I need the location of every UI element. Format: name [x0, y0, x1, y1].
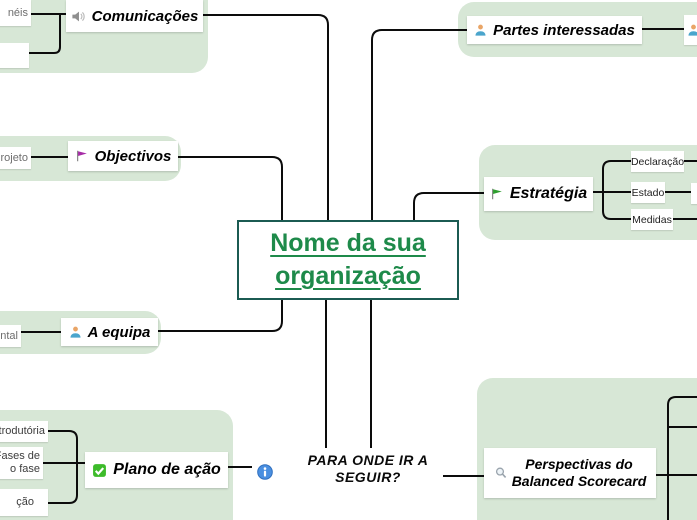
fragment-label: rojeto [0, 151, 28, 164]
topic-fragment-blank[interactable] [0, 43, 29, 68]
connector-perspectivas-children [656, 396, 697, 520]
topic-estado-child-clipped[interactable] [691, 183, 697, 204]
green-flag-icon [490, 187, 504, 201]
topic-label-line1: Perspectivas do [525, 456, 633, 472]
topic-equipa[interactable]: A equipa [61, 318, 158, 346]
topic-central[interactable]: Nome da sua organização [237, 220, 459, 300]
fragment-label: ental [0, 329, 18, 342]
magnifier-icon [494, 466, 508, 480]
topic-estrategia[interactable]: Estratégia [484, 177, 593, 211]
fragment-label-line2: o fase [10, 463, 40, 475]
topic-label: Objectivos [94, 147, 172, 165]
connector-estrategia-children [593, 160, 631, 220]
person-icon [69, 325, 82, 339]
topic-fragment-fases[interactable]: oFases de o fase [0, 447, 43, 479]
topic-label: Partes interessadas [493, 21, 635, 39]
topic-label: Medidas [632, 213, 672, 226]
connector-comunicacoes-children [29, 13, 66, 54]
fragment-label: ntrodutória [0, 425, 45, 437]
topic-fragment-ental[interactable]: ental [0, 325, 21, 347]
fragment-label: néis [7, 6, 28, 19]
fragment-label: ção [16, 496, 34, 508]
topic-plano[interactable]: Plano de ação [85, 452, 228, 488]
connector-central-comunicacoes [203, 14, 329, 220]
topic-label-line2: Balanced Scorecard [511, 473, 647, 489]
topic-label: Comunicações [91, 7, 199, 25]
topic-label-line1: PARA ONDE IR A [307, 452, 429, 468]
person-icon [474, 23, 487, 37]
topic-partes[interactable]: Partes interessadas [467, 16, 642, 44]
topic-fragment-rojeto[interactable]: rojeto [0, 147, 31, 169]
topic-label: Declaração [630, 155, 685, 168]
purple-flag-icon [75, 149, 89, 163]
topic-declaracao[interactable]: Declaração [631, 151, 684, 172]
topic-fragment-cao[interactable]: ção [0, 489, 48, 516]
topic-partes-child-clipped[interactable] [684, 15, 697, 45]
topic-estado[interactable]: Estado [631, 182, 665, 203]
person-icon [687, 23, 697, 37]
connector-central-partes [371, 29, 467, 220]
central-title-line2: organização [275, 262, 421, 290]
check-icon [92, 463, 107, 478]
connector-central-estrategia [413, 192, 484, 220]
topic-label: Estado [631, 186, 665, 199]
topic-label: Estratégia [509, 185, 588, 202]
topic-perspectivas[interactable]: Perspectivas do Balanced Scorecard [484, 448, 656, 498]
connector-central-equipa [158, 300, 283, 332]
topic-label: Plano de ação [113, 461, 221, 478]
info-icon[interactable] [257, 464, 273, 480]
topic-para-onde[interactable]: PARA ONDE IR A SEGUIR? [290, 452, 446, 486]
fragment-label-line1: oFases de [0, 450, 40, 462]
topic-label-line2: SEGUIR? [335, 469, 401, 485]
topic-fragment-neis[interactable]: néis [0, 0, 31, 26]
central-title-line1: Nome da sua [270, 229, 426, 257]
topic-comunicacoes[interactable]: Comunicações [66, 0, 203, 32]
connector-plano-children [43, 430, 85, 504]
topic-fragment-introdutoria[interactable]: ntrodutória [0, 421, 48, 442]
speaker-icon [71, 9, 86, 24]
connector-central-objectivos [178, 156, 283, 220]
topic-label: A equipa [87, 323, 151, 341]
topic-objectivos[interactable]: Objectivos [68, 141, 178, 171]
topic-medidas[interactable]: Medidas [631, 209, 673, 230]
